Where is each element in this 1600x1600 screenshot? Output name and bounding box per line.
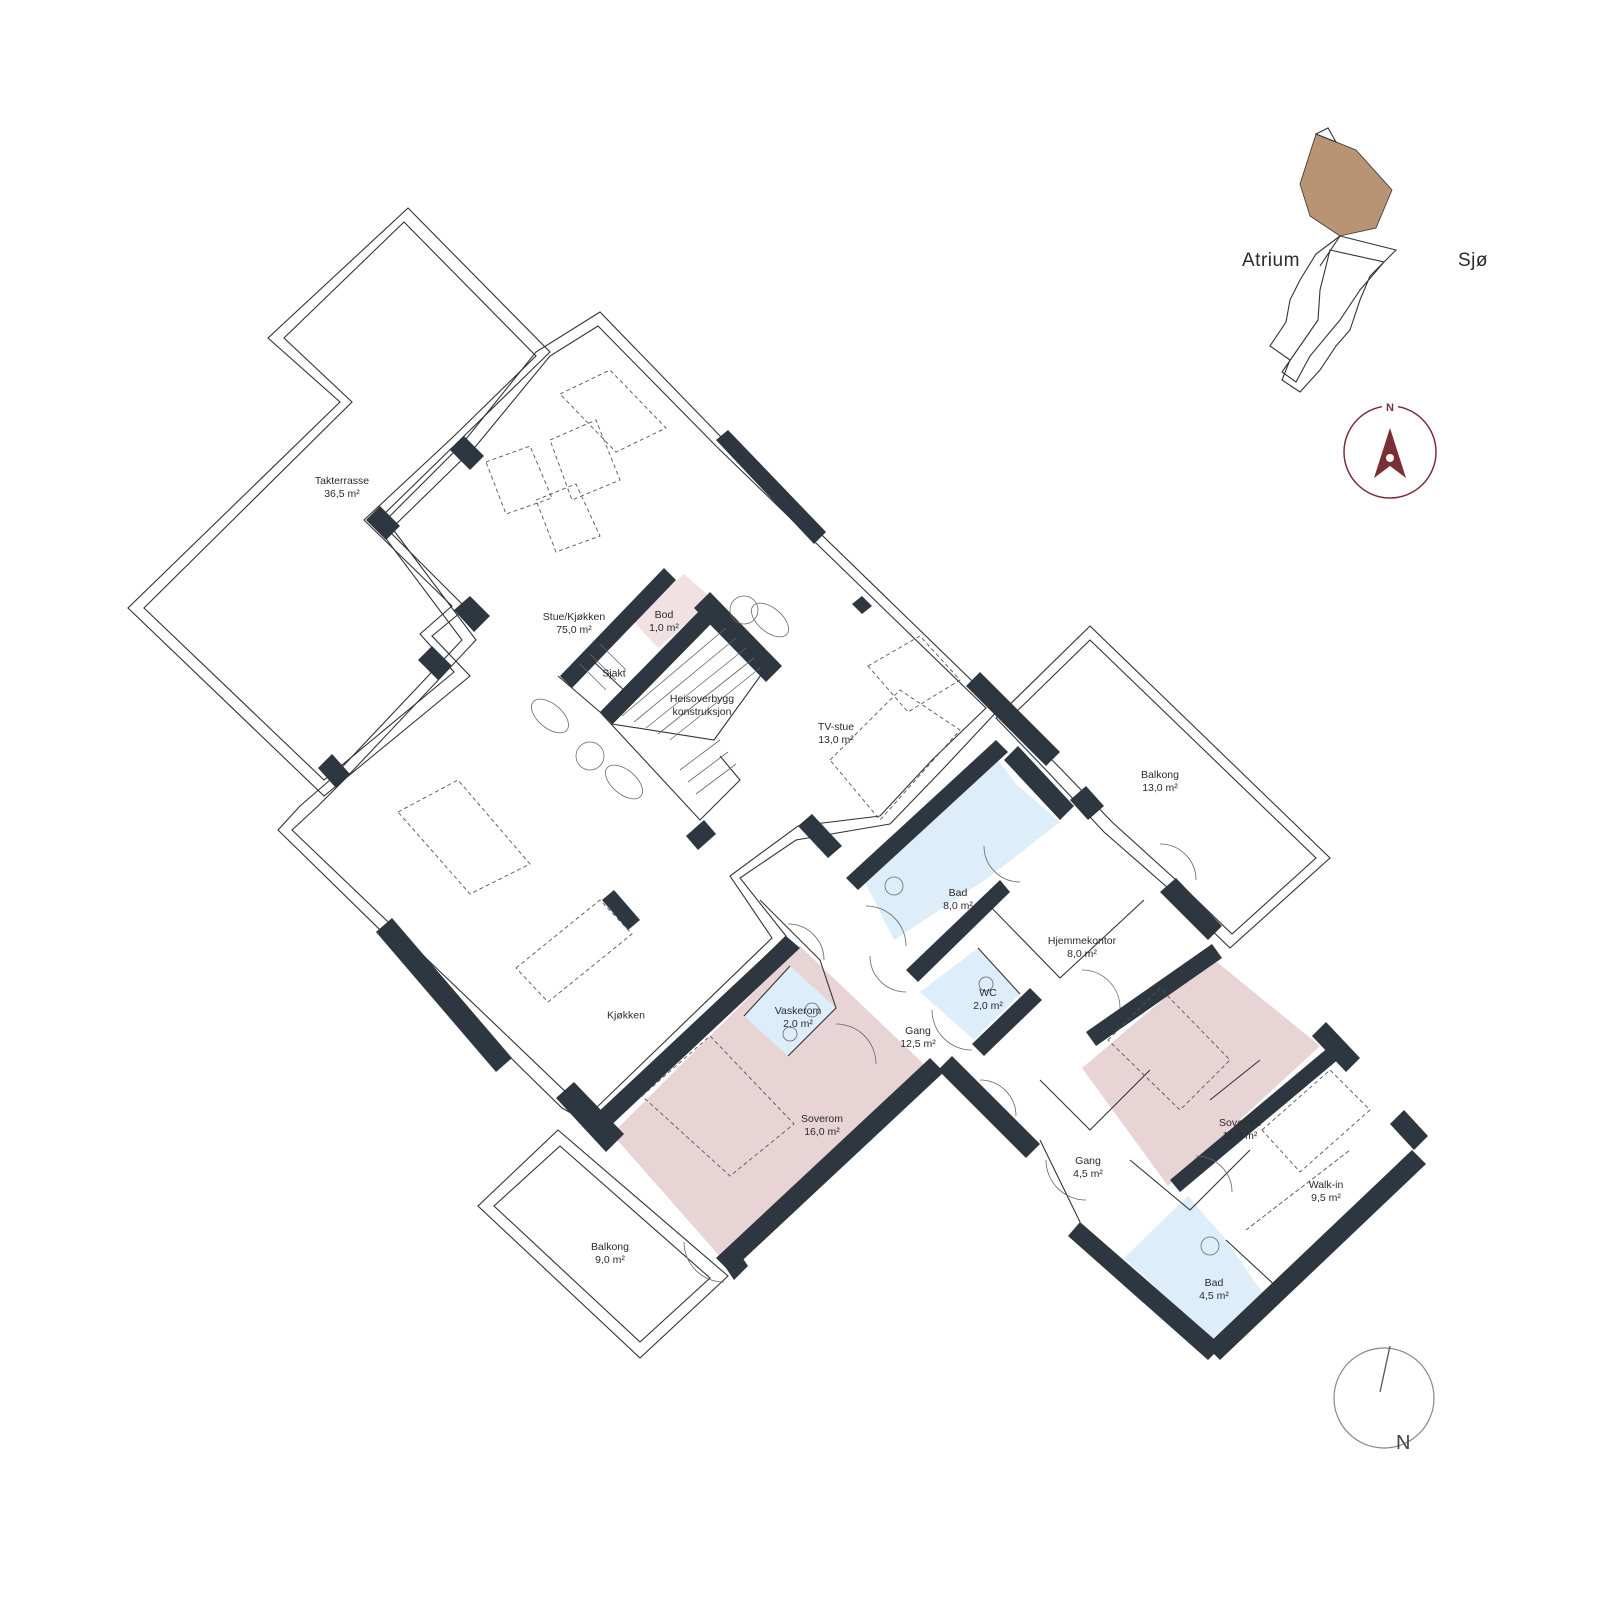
room-takterrasse-name: Takterrasse: [314, 475, 370, 487]
room-bad-main-area: 8,0 m²: [943, 900, 973, 912]
bad-small-fill: [1124, 1196, 1266, 1346]
compass-bottom: [1333, 1345, 1435, 1449]
room-gang-small-area: 4,5 m²: [1073, 1168, 1103, 1180]
room-stue-name: Stue/Kjøkken: [542, 611, 606, 623]
balkong-south-outline: [477, 1129, 729, 1359]
room-vaskerom-name: Vaskerom: [774, 1005, 822, 1017]
room-stue-area: 75,0 m²: [556, 624, 592, 636]
room-bad-main: Bad 8,0 m²: [943, 887, 973, 913]
room-wc-name: WC: [979, 987, 997, 999]
room-kjokken-name: Kjøkken: [607, 1009, 645, 1022]
room-balkong-south-area: 9,0 m²: [595, 1254, 625, 1266]
room-bad-small: Bad 4,5 m²: [1199, 1277, 1229, 1303]
room-heis-name: Heisoverbygg: [669, 693, 735, 705]
room-soverom-main-name: Soverom: [800, 1113, 844, 1125]
bad-main-fill: [860, 760, 1060, 940]
room-bad-small-area: 4,5 m²: [1199, 1290, 1229, 1302]
room-walkin-area: 9,5 m²: [1311, 1192, 1341, 1204]
room-kjokken: Kjøkken: [607, 1010, 645, 1023]
room-walkin-name: Walk-in: [1308, 1179, 1344, 1191]
room-tvstue-name: TV-stue: [817, 721, 855, 733]
wc-fill: [920, 948, 1020, 1040]
room-stue: Stue/Kjøkken 75,0 m²: [543, 611, 605, 637]
room-balkong-south: Balkong 9,0 m²: [591, 1241, 629, 1267]
room-balkong-south-name: Balkong: [591, 1241, 629, 1253]
room-bad-small-name: Bad: [1204, 1277, 1224, 1289]
compass-arrow-icon: [1374, 428, 1406, 478]
room-gang-small: Gang 4,5 m²: [1073, 1155, 1103, 1181]
stair-hatch: [579, 617, 767, 795]
room-soverom-small-area: 11,0 m²: [1222, 1130, 1258, 1142]
room-walkin: Walk-in 9,5 m²: [1309, 1179, 1344, 1205]
room-soverom-main: Soverom 16,0 m²: [801, 1113, 843, 1139]
living-outline: [277, 311, 1001, 1127]
vaskerom-fill: [744, 966, 836, 1056]
walls: [318, 430, 1428, 1360]
room-wc-area: 2,0 m²: [973, 1000, 1003, 1012]
room-gang-main: Gang 12,5 m²: [900, 1025, 936, 1051]
room-takterrasse: Takterrasse 36,5 m²: [315, 475, 369, 501]
room-gang-main-name: Gang: [905, 1025, 931, 1037]
room-wc: WC 2,0 m²: [973, 987, 1003, 1013]
room-bod: Bod 1,0 m²: [649, 609, 679, 635]
compass-top: [1343, 402, 1437, 499]
room-hjemmekontor: Hjemmekontor 8,0 m²: [1048, 935, 1116, 961]
room-soverom-small: Soverom 11,0 m²: [1219, 1117, 1261, 1143]
keyplan: [1269, 127, 1398, 393]
keyplan-left-label: Atrium: [1242, 250, 1300, 271]
keyplan-right-label: Sjø: [1458, 250, 1488, 271]
room-sjakt: Sjakt: [602, 668, 625, 681]
room-hjemmekontor-name: Hjemmekontor: [1047, 935, 1117, 947]
room-sjakt-name: Sjakt: [602, 667, 626, 680]
room-hjemmekontor-area: 8,0 m²: [1067, 948, 1097, 960]
room-bad-main-name: Bad: [948, 887, 968, 899]
room-takterrasse-area: 36,5 m²: [324, 488, 360, 500]
compass-top-letter: N: [1386, 402, 1394, 414]
room-gang-main-area: 12,5 m²: [900, 1038, 936, 1050]
room-bod-name: Bod: [654, 609, 674, 621]
bod-fill: [632, 574, 714, 648]
room-vaskerom-area: 2,0 m²: [783, 1018, 813, 1030]
room-vaskerom: Vaskerom 2,0 m²: [775, 1005, 822, 1031]
room-tvstue: TV-stue 13,0 m²: [818, 721, 854, 747]
furniture: [397, 369, 1371, 1283]
room-soverom-small-name: Soverom: [1218, 1117, 1262, 1129]
takterrasse-outline: [127, 207, 551, 797]
room-bod-area: 1,0 m²: [649, 622, 679, 634]
room-balkong-east-area: 13,0 m²: [1142, 782, 1178, 794]
room-heis-sub: konstruksjon: [672, 706, 732, 718]
room-tvstue-area: 13,0 m²: [818, 734, 854, 746]
compass-bottom-letter: N: [1396, 1432, 1411, 1454]
room-balkong-east: Balkong 13,0 m²: [1141, 769, 1179, 795]
room-soverom-main-area: 16,0 m²: [804, 1126, 840, 1138]
soverom-small-fill: [1082, 958, 1320, 1186]
room-heis: Heisoverbygg konstruksjon: [670, 693, 734, 719]
room-balkong-east-name: Balkong: [1141, 769, 1179, 781]
room-gang-small-name: Gang: [1075, 1155, 1101, 1167]
